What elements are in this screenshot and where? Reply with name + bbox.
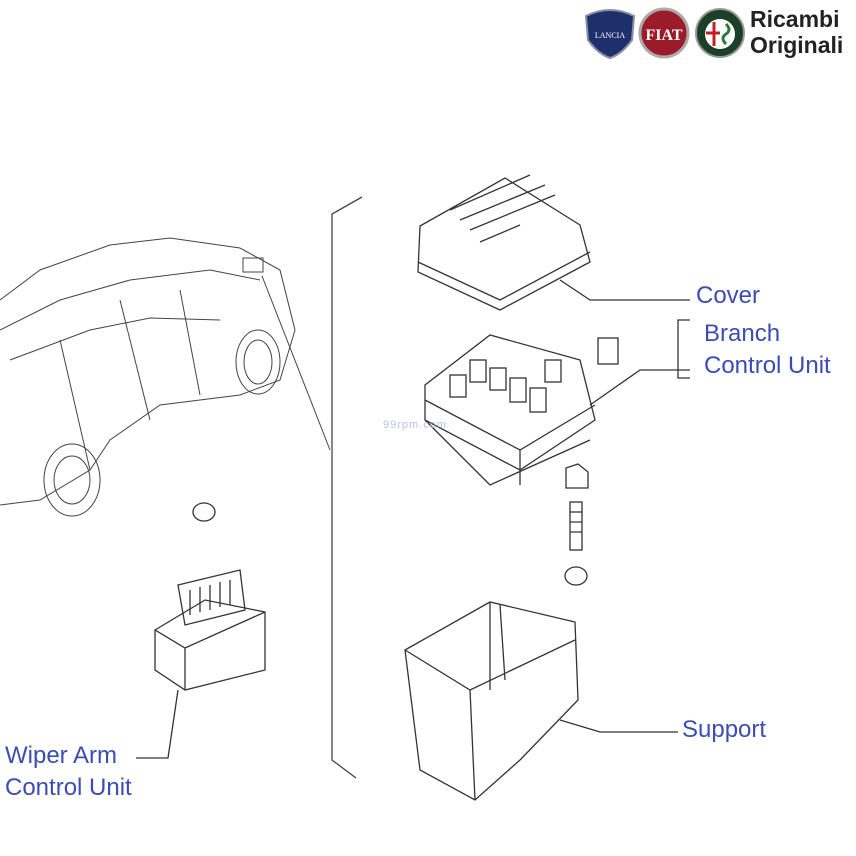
label-branch-line2: Control Unit — [704, 352, 831, 379]
brand-line-1: Ricambi — [750, 6, 840, 32]
label-wiper-line2: Control Unit — [5, 774, 132, 801]
wiper-arm-control-unit-part — [136, 569, 266, 759]
alfa-romeo-logo — [695, 8, 745, 58]
svg-text:FIAT: FIAT — [645, 27, 682, 44]
support-part — [404, 601, 678, 801]
label-branch-line1: Branch — [704, 320, 781, 347]
label-wiper-line1: Wiper Arm — [5, 742, 118, 769]
fastener-parts — [192, 463, 589, 586]
label-cover: Cover — [696, 282, 761, 309]
car-illustration — [0, 237, 331, 517]
watermark: 99rpm.com — [383, 419, 448, 431]
fiat-logo: FIAT — [638, 7, 690, 59]
branch-control-unit-part — [424, 319, 690, 486]
brand-text: Ricambi Originali — [750, 6, 843, 58]
label-support: Support — [682, 716, 767, 743]
brand-line-2: Originali — [750, 32, 844, 58]
svg-text:LANCIA: LANCIA — [595, 31, 625, 40]
cover-part — [417, 174, 690, 311]
lancia-logo: LANCIA — [584, 9, 636, 60]
